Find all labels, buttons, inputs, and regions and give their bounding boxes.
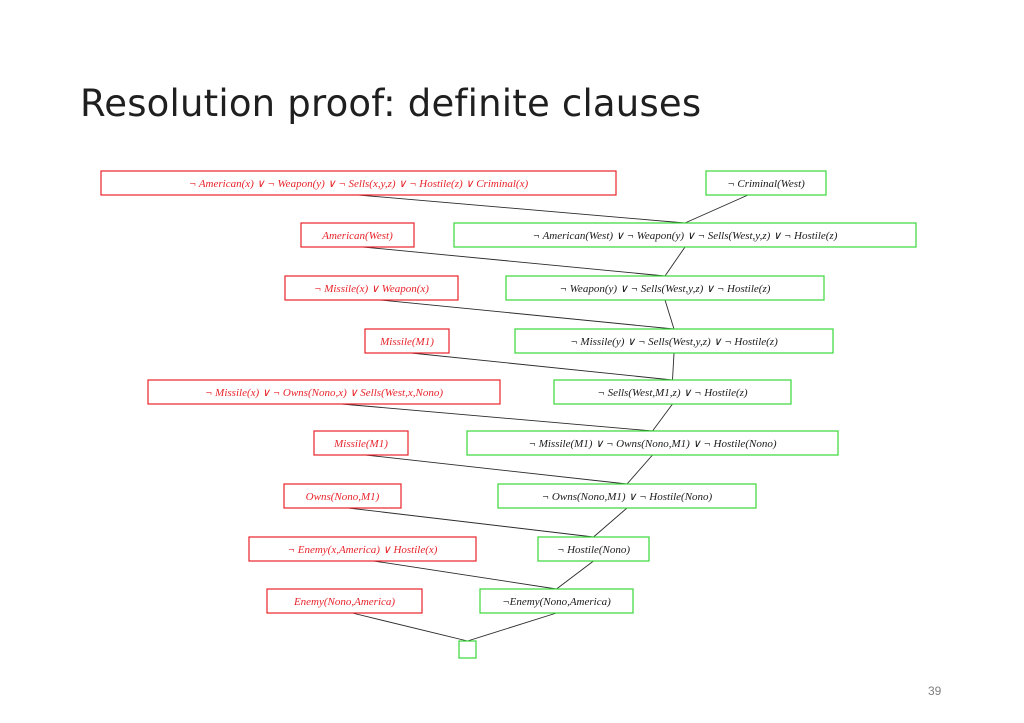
resolution-edge-derived	[672, 352, 675, 381]
kb-clause-text: Enemy(Nono,America)	[293, 596, 395, 608]
kb-clause-box	[300, 222, 415, 248]
derived-clause-box	[505, 275, 825, 301]
kb-clause-text: American(West)	[321, 230, 393, 242]
derived-clause-text: ¬ Weapon(y) ∨ ¬ Sells(West,y,z) ∨ ¬ Host…	[560, 283, 771, 295]
resolution-edge-derived	[593, 507, 628, 538]
derived-clause-text: ¬ Owns(Nono,M1) ∨ ¬ Hostile(Nono)	[542, 491, 713, 503]
resolution-edge-kb	[358, 194, 686, 224]
derived-clause-text: ¬ American(West) ∨ ¬ Weapon(y) ∨ ¬ Sells…	[533, 230, 838, 242]
kb-clause-text: ¬ Missile(x) ∨ Weapon(x)	[314, 283, 429, 295]
derived-clause-text: ¬ Missile(y) ∨ ¬ Sells(West,y,z) ∨ ¬ Hos…	[570, 336, 778, 348]
slide-title: Resolution proof: definite clauses	[80, 82, 702, 125]
derived-clause-box	[537, 536, 650, 562]
kb-clause-box	[284, 275, 459, 301]
resolution-edge-kb	[373, 560, 557, 590]
kb-clause-box	[364, 328, 450, 354]
resolution-edge-kb	[341, 403, 653, 432]
kb-clause-box	[248, 536, 477, 562]
derived-clause-box	[553, 379, 792, 405]
derived-clause-box	[705, 170, 827, 196]
resolution-edge-kb	[348, 507, 594, 538]
resolution-edge-kb	[411, 352, 673, 381]
resolution-edge-derived	[626, 454, 653, 485]
derived-clause-text: ¬Enemy(Nono,America)	[502, 596, 611, 608]
derived-clause-text: ¬ Sells(West,M1,z) ∨ ¬ Hostile(z)	[597, 387, 748, 399]
resolution-edge-derived	[664, 299, 675, 330]
resolution-edge-kb	[380, 299, 675, 330]
kb-clause-text: Owns(Nono,M1)	[306, 491, 380, 503]
resolution-edge-derived	[684, 194, 749, 224]
derived-clause-text: ¬ Hostile(Nono)	[557, 544, 630, 556]
resolution-edge-derived	[664, 246, 686, 277]
empty-clause-box	[458, 640, 477, 659]
kb-clause-text: ¬ Missile(x) ∨ ¬ Owns(Nono,x) ∨ Sells(We…	[205, 387, 443, 399]
derived-clause-box	[497, 483, 757, 509]
kb-clause-box	[147, 379, 501, 405]
kb-clause-box	[266, 588, 423, 614]
resolution-edge-derived	[652, 403, 673, 432]
page-number: 39	[928, 684, 942, 698]
derived-clause-box	[514, 328, 834, 354]
derived-clause-box	[466, 430, 839, 456]
resolution-edge-derived	[556, 560, 594, 590]
derived-clause-box	[479, 588, 634, 614]
derived-clause-box	[453, 222, 917, 248]
kb-clause-text: ¬ Enemy(x,America) ∨ Hostile(x)	[288, 544, 438, 556]
kb-clause-box	[100, 170, 617, 196]
kb-clause-text: ¬ American(x) ∨ ¬ Weapon(y) ∨ ¬ Sells(x,…	[189, 178, 529, 190]
resolution-edge-kb	[363, 246, 666, 277]
derived-clause-text: ¬ Criminal(West)	[727, 178, 805, 190]
resolution-edge-kb	[365, 454, 628, 485]
resolution-edge-kb	[352, 612, 468, 642]
derived-clause-text: ¬ Missile(M1) ∨ ¬ Owns(Nono,M1) ∨ ¬ Host…	[529, 438, 777, 450]
kb-clause-box	[283, 483, 402, 509]
resolution-edge-derived	[467, 612, 557, 642]
kb-clause-box	[313, 430, 409, 456]
kb-clause-text: Missile(M1)	[379, 336, 434, 348]
kb-clause-text: Missile(M1)	[333, 438, 388, 450]
